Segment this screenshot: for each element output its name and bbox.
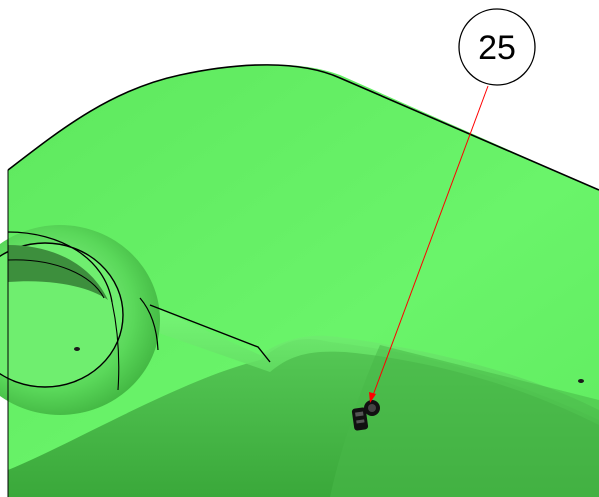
mounting-hole-icon <box>578 379 584 383</box>
callout-leader-line <box>371 85 489 399</box>
filler-neck-opening <box>8 245 108 300</box>
recess-side-wall <box>330 345 599 497</box>
callout-arrowhead <box>369 392 376 403</box>
tank-ridge-edge <box>149 304 271 363</box>
filler-neck-opening-lip <box>7 231 113 303</box>
filler-neck-opening-inner <box>7 259 105 299</box>
callout-number: 25 <box>478 29 516 67</box>
callout-balloon <box>458 8 536 86</box>
ring-outer-edge <box>111 301 120 391</box>
ring-ridge-edge <box>139 297 159 351</box>
mounting-hole-icon <box>74 347 80 351</box>
tank-top-edge <box>7 64 599 191</box>
elbow-fitting-icon <box>351 400 380 431</box>
